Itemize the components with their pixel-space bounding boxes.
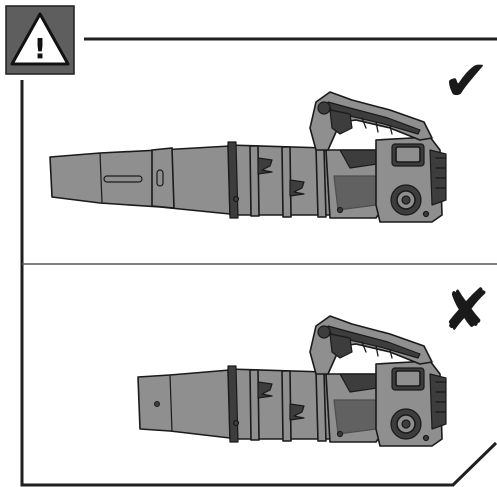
- cross-icon: ✘: [442, 276, 491, 344]
- blower-long-nozzle: [49, 91, 447, 223]
- checkmark-icon: ✔: [443, 49, 490, 114]
- long-tube-slot: [103, 175, 143, 183]
- short-tube-seam: [169, 374, 173, 432]
- long-tube-seam: [99, 152, 103, 204]
- panel-correct: ✔: [49, 49, 490, 223]
- warning-triangle-icon: [10, 12, 70, 66]
- blower-body: [227, 315, 447, 447]
- blower-body: [227, 91, 447, 223]
- panel-incorrect: ✘: [137, 276, 491, 447]
- blower-short-nozzle: [137, 315, 447, 447]
- short-tube: [137, 369, 231, 439]
- warning-exclamation-icon: !: [34, 32, 47, 65]
- tube-collar-slot: [156, 169, 164, 187]
- outer-frame: [20, 80, 497, 487]
- short-tube-hole: [154, 401, 160, 407]
- warning-badge: !: [5, 5, 75, 75]
